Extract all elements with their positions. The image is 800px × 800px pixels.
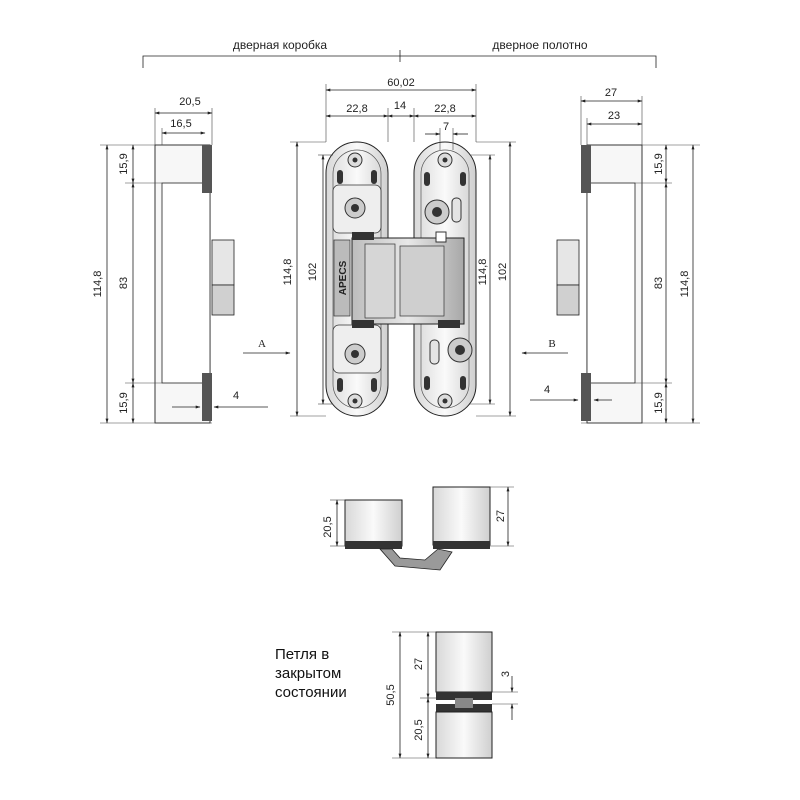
dim-height-total-left: 114,8 [92, 271, 104, 298]
dim-leaf-depth-inner: 23 [608, 110, 620, 122]
dim-leaf-depth: 27 [605, 87, 617, 99]
dim-closed-frame: 20,5 [413, 719, 425, 740]
frame-label: дверная коробка [233, 38, 328, 52]
dim-slot: 7 [443, 121, 449, 133]
dim-height-end-top-left: 15,9 [118, 153, 130, 174]
dim-height-mid-left: 83 [118, 277, 130, 289]
dim-closed-total: 50,5 [385, 684, 397, 705]
caption-line-2: закрытом [275, 665, 342, 682]
left-side-view: 20,5 16,5 114,8 15,9 83 15,9 4 [92, 96, 268, 424]
view-a-label: A [258, 338, 266, 350]
dim-gap: 14 [394, 100, 406, 112]
dim-height-total-front-left: 114,8 [282, 259, 294, 286]
view-b-label: B [548, 338, 555, 350]
brand-logo: APECS [338, 260, 349, 295]
caption-line-1: Петля в [275, 646, 330, 663]
dim-top-view-leaf: 27 [495, 510, 507, 522]
dim-frame-depth: 20,5 [179, 96, 200, 108]
dim-height-end-bottom-right: 15,9 [653, 392, 665, 413]
dim-height-mid-right: 83 [653, 277, 665, 289]
dim-height-body-front-right: 102 [497, 263, 509, 281]
dim-closed-gap: 3 [500, 671, 512, 677]
dim-closed-leaf: 27 [413, 658, 425, 670]
closed-view: 50,5 27 20,5 3 [385, 631, 518, 759]
dim-height-body-front-left: 102 [307, 263, 319, 281]
dim-top-view-frame: 20,5 [322, 516, 334, 537]
dim-offset-left: 4 [233, 390, 239, 402]
caption-line-3: состоянии [275, 684, 347, 701]
closed-state-caption: Петля в закрытом состоянии [275, 645, 385, 702]
dim-overall-width: 60,02 [387, 77, 415, 89]
dim-half-width-left: 22,8 [346, 103, 367, 115]
dim-height-end-bottom-left: 15,9 [118, 392, 130, 413]
top-view: 20,5 27 [322, 486, 514, 571]
dim-height-total-right: 114,8 [679, 271, 691, 298]
dim-height-end-top-right: 15,9 [653, 153, 665, 174]
dim-frame-depth-inner: 16,5 [170, 118, 191, 130]
section-braces: дверная коробка дверное полотно [142, 38, 657, 68]
dim-offset-right: 4 [544, 384, 550, 396]
front-view: APECS 60,02 22,8 1 [243, 77, 568, 417]
dim-half-width-right: 22,8 [434, 103, 455, 115]
dim-height-total-front-right: 114,8 [477, 259, 489, 286]
right-side-view: 27 23 15,9 83 15,9 114,8 4 [530, 87, 700, 424]
leaf-label: дверное полотно [492, 38, 587, 52]
